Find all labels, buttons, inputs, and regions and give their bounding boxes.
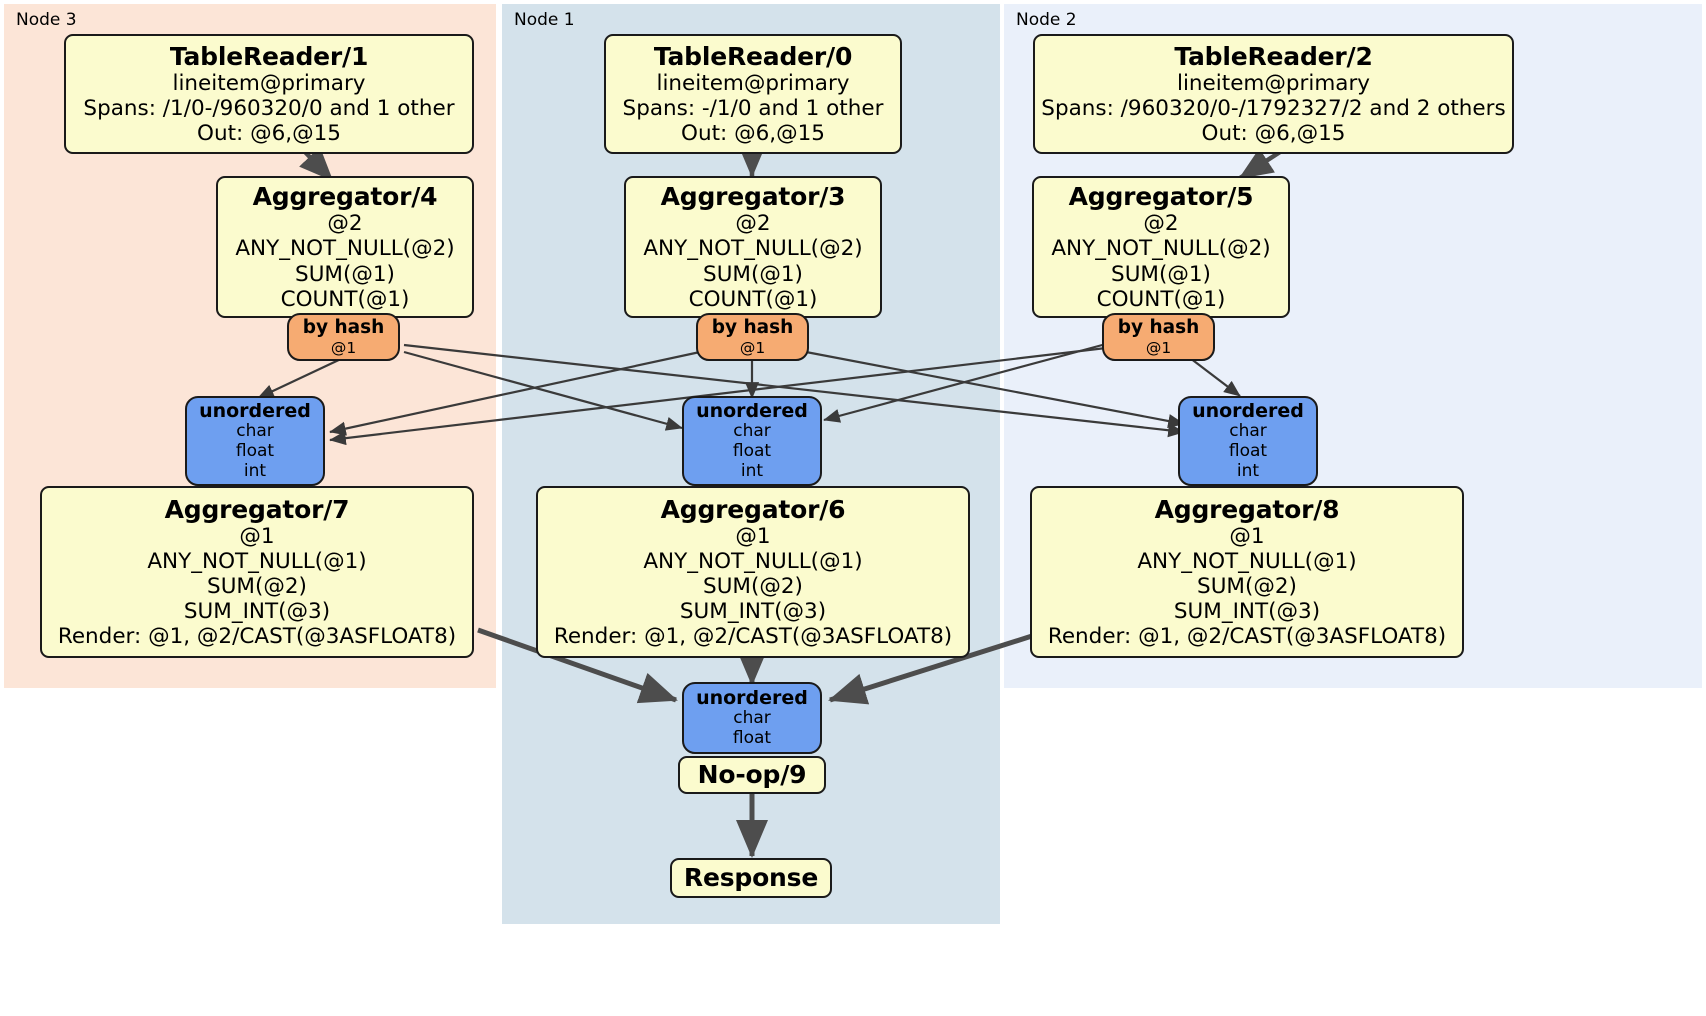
processor-line: SUM_INT(@3) (1173, 599, 1321, 625)
processor-title: Aggregator/8 (1154, 494, 1340, 524)
router-line: @1 (1145, 338, 1172, 357)
processor-line: ANY_NOT_NULL(@1) (1137, 548, 1357, 574)
processor-line: SUM(@1) (703, 261, 803, 287)
processor-aggregator-5[interactable]: Aggregator/5 @2 ANY_NOT_NULL(@2) SUM(@1)… (1032, 176, 1290, 318)
processor-line: COUNT(@1) (688, 286, 818, 312)
router-title: unordered (696, 400, 808, 423)
router-title: unordered (1192, 400, 1304, 423)
processor-line: COUNT(@1) (280, 286, 410, 312)
processor-line: lineitem@primary (656, 70, 850, 96)
processor-line: Render: @1, @2/CAST(@3ASFLOAT8) (57, 624, 457, 650)
node-label-node2: Node 2 (1016, 10, 1077, 30)
processor-aggregator-8[interactable]: Aggregator/8 @1 ANY_NOT_NULL(@1) SUM(@2)… (1030, 486, 1464, 658)
processor-title: Aggregator/7 (164, 494, 350, 524)
processor-line: Out: @6,@15 (1201, 121, 1346, 147)
processor-line: lineitem@primary (1176, 70, 1371, 96)
processor-line: @1 (735, 523, 771, 549)
processor-table-reader-1[interactable]: TableReader/1 lineitem@primary Spans: /1… (64, 34, 474, 154)
router-line: float (732, 728, 772, 749)
processor-line: SUM(@2) (207, 574, 307, 600)
processor-line: COUNT(@1) (1096, 286, 1226, 312)
router-title: by hash (302, 317, 385, 339)
processor-response[interactable]: Response (670, 858, 832, 898)
router-by-hash-node3[interactable]: by hash @1 (287, 313, 400, 361)
processor-table-reader-0[interactable]: TableReader/0 lineitem@primary Spans: -/… (604, 34, 902, 154)
processor-line: SUM(@2) (703, 574, 803, 600)
router-title: unordered (199, 400, 311, 423)
router-unordered-node2[interactable]: unordered char float int (1178, 396, 1318, 486)
processor-title: TableReader/0 (653, 41, 853, 71)
node-label-node1: Node 1 (514, 10, 575, 30)
router-by-hash-node1[interactable]: by hash @1 (696, 313, 809, 361)
processor-line: Render: @1, @2/CAST(@3ASFLOAT8) (1047, 624, 1447, 650)
processor-line: ANY_NOT_NULL(@2) (643, 236, 863, 262)
router-line: int (243, 461, 267, 482)
processor-title: Aggregator/3 (660, 182, 846, 212)
processor-title: TableReader/1 (169, 41, 369, 71)
processor-line: Spans: -/1/0 and 1 other (622, 96, 884, 122)
processor-line: Out: @6,@15 (197, 121, 341, 147)
router-unordered-node3[interactable]: unordered char float int (185, 396, 325, 486)
processor-line: @2 (735, 211, 771, 237)
processor-line: ANY_NOT_NULL(@1) (643, 548, 863, 574)
processor-line: @2 (1143, 211, 1179, 237)
router-unordered-final[interactable]: unordered char float (682, 682, 822, 754)
processor-line: Render: @1, @2/CAST(@3ASFLOAT8) (553, 624, 953, 650)
processor-line: SUM_INT(@3) (679, 599, 827, 625)
processor-line: SUM(@2) (1197, 574, 1297, 600)
processor-title: Aggregator/5 (1068, 182, 1254, 212)
router-line: char (236, 421, 274, 442)
processor-title: Response (683, 863, 819, 893)
router-line: char (1229, 421, 1267, 442)
processor-line: @1 (1229, 523, 1265, 549)
processor-line: @2 (327, 211, 363, 237)
router-line: char (733, 421, 771, 442)
router-title: by hash (711, 317, 794, 339)
processor-line: @1 (239, 523, 275, 549)
router-line: @1 (739, 338, 766, 357)
processor-aggregator-3[interactable]: Aggregator/3 @2 ANY_NOT_NULL(@2) SUM(@1)… (624, 176, 882, 318)
processor-aggregator-4[interactable]: Aggregator/4 @2 ANY_NOT_NULL(@2) SUM(@1)… (216, 176, 474, 318)
processor-title: Aggregator/4 (252, 182, 438, 212)
processor-title: No-op/9 (697, 760, 807, 790)
router-line: int (1236, 461, 1260, 482)
router-title: by hash (1117, 317, 1200, 339)
router-line: int (740, 461, 764, 482)
node-label-node3: Node 3 (16, 10, 77, 30)
processor-noop-9[interactable]: No-op/9 (678, 756, 826, 794)
processor-title: TableReader/2 (1174, 41, 1373, 71)
processor-line: lineitem@primary (172, 70, 366, 96)
processor-line: SUM(@1) (1111, 261, 1211, 287)
router-line: float (732, 441, 772, 462)
router-line: float (1228, 441, 1268, 462)
router-title: unordered (696, 687, 808, 710)
processor-line: Out: @6,@15 (681, 121, 825, 147)
processor-aggregator-6[interactable]: Aggregator/6 @1 ANY_NOT_NULL(@1) SUM(@2)… (536, 486, 970, 658)
processor-line: Spans: /960320/0-/1792327/2 and 2 others (1041, 96, 1506, 122)
router-line: @1 (330, 338, 357, 357)
router-line: char (733, 708, 771, 729)
processor-line: ANY_NOT_NULL(@2) (235, 236, 455, 262)
processor-line: ANY_NOT_NULL(@2) (1051, 236, 1271, 262)
router-unordered-node1[interactable]: unordered char float int (682, 396, 822, 486)
processor-line: Spans: /1/0-/960320/0 and 1 other (83, 96, 455, 122)
processor-line: SUM(@1) (295, 261, 395, 287)
processor-line: SUM_INT(@3) (183, 599, 331, 625)
processor-line: ANY_NOT_NULL(@1) (147, 548, 367, 574)
processor-table-reader-2[interactable]: TableReader/2 lineitem@primary Spans: /9… (1033, 34, 1514, 154)
router-by-hash-node2[interactable]: by hash @1 (1102, 313, 1215, 361)
router-line: float (235, 441, 275, 462)
processor-aggregator-7[interactable]: Aggregator/7 @1 ANY_NOT_NULL(@1) SUM(@2)… (40, 486, 474, 658)
processor-title: Aggregator/6 (660, 494, 846, 524)
